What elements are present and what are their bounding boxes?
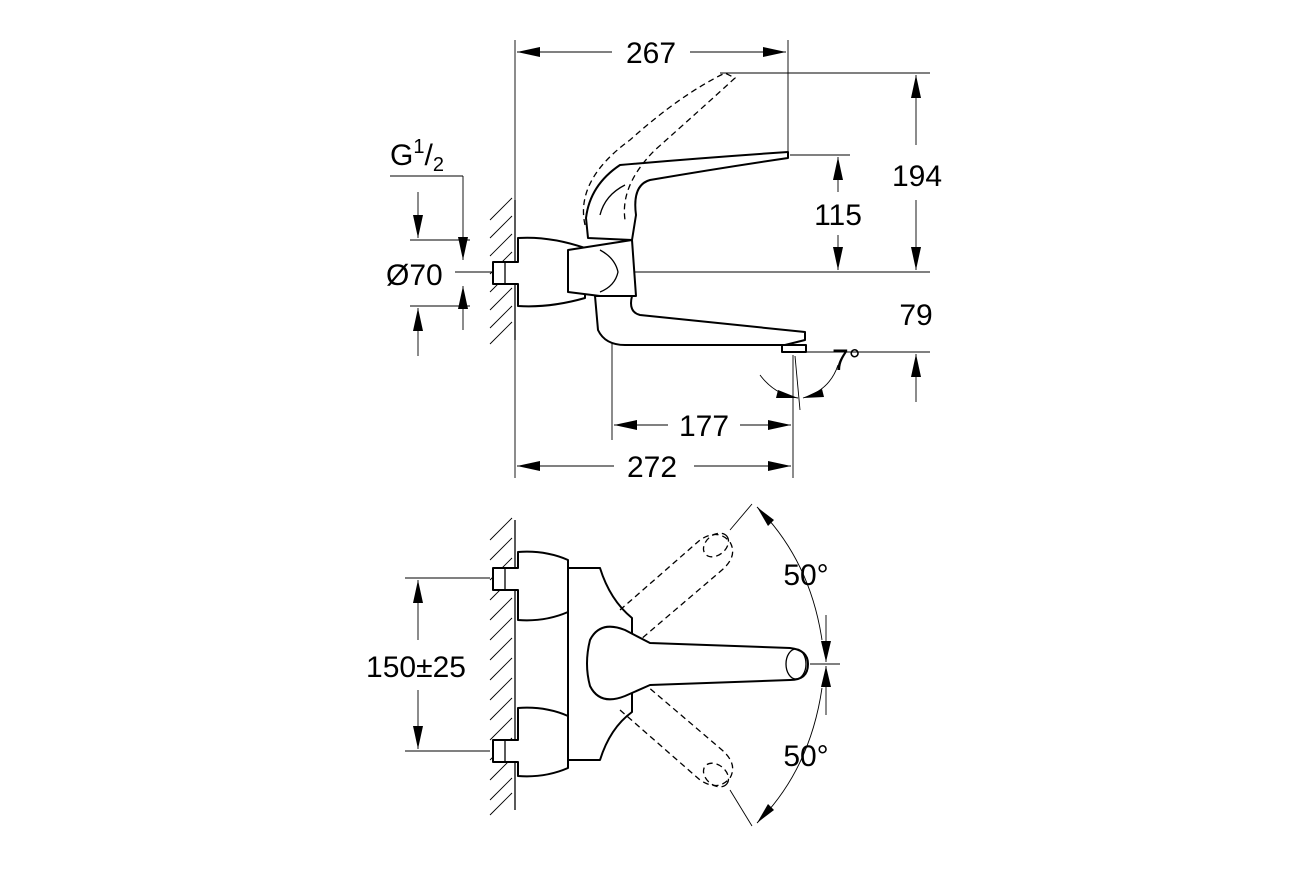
valve-body [567,239,637,297]
dim-79-label: 79 [899,299,932,332]
spout [594,295,806,346]
lever-open-dashed [582,72,737,226]
dim-lever-height: 115 [814,157,862,270]
dim-50deg-upper-label: 50° [783,559,828,592]
top-view: 50° 50° 150±25 [366,503,840,827]
dim-swivel-arc: 50° 50° [729,503,840,827]
valve-connector [492,236,586,308]
dim-7deg-label: 7° [832,344,861,377]
dim-pipe-diameter: Ø70 G1/2 [386,136,470,356]
side-view: 267 194 115 79 [386,37,942,484]
dim-diameter-label: Ø70 [386,259,443,292]
dim-115-label: 115 [814,199,862,232]
dim-267-label: 267 [626,37,676,70]
upper-connector [492,550,569,622]
lever-closed [585,151,789,241]
lever-swivel-dashed [619,532,734,788]
dim-50deg-lower-label: 50° [783,740,828,773]
wall-hatch-top [489,517,516,816]
dim-272-label: 272 [627,451,677,484]
dim-inlet-spacing: 150±25 [366,577,490,752]
dim-spout-angle: 7° [759,344,861,411]
dim-thread-label: G1/2 [390,136,444,176]
dim-194-label: 194 [892,160,942,193]
dim-top-width: 267 [517,37,786,70]
dim-150-label: 150±25 [366,651,466,684]
lever-top [586,625,809,701]
dim-177-label: 177 [679,410,729,443]
dim-overall-reach: 272 [517,451,791,484]
lower-connector [492,706,569,778]
dim-spout-reach: 177 [614,410,791,443]
dim-overall-height: 194 [892,75,942,270]
dim-spout-height: 79 [899,299,933,402]
